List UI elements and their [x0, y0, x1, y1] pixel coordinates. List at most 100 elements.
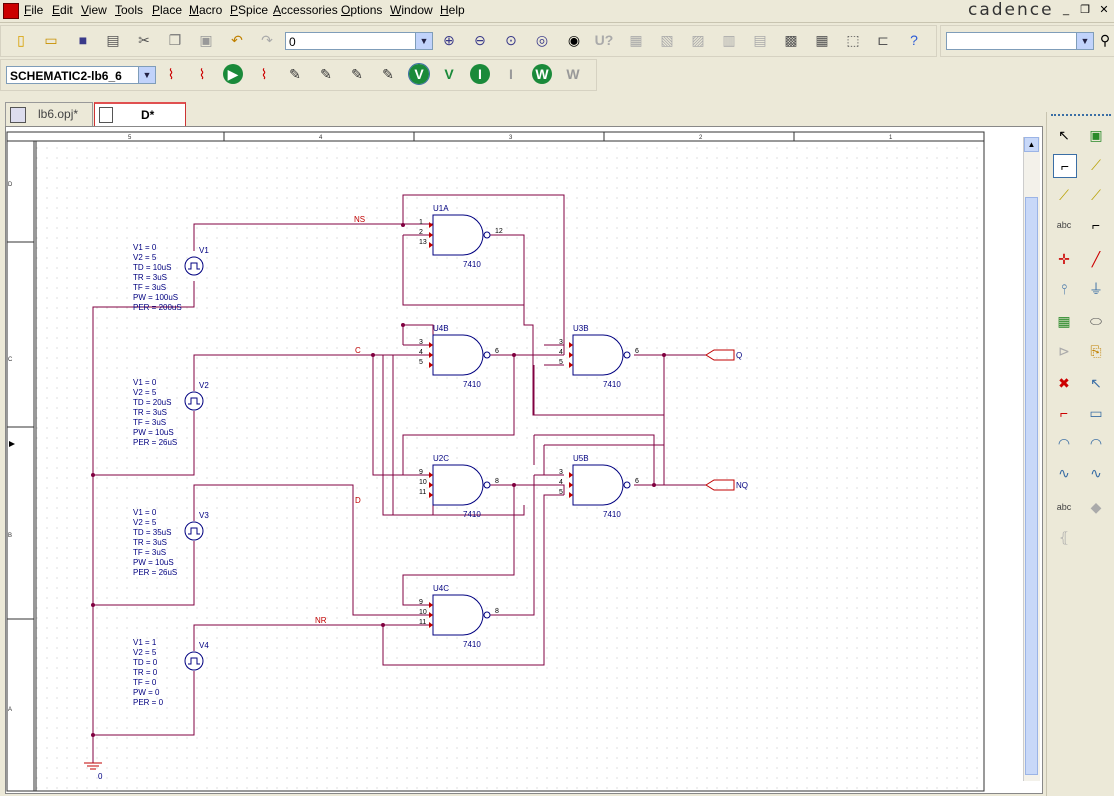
simulation-profile-combo[interactable]: SCHEMATIC2-lb6_6 ▼ [6, 66, 156, 84]
part-combo[interactable]: 0 ▼ [285, 32, 433, 50]
text-icon[interactable]: abc [1056, 502, 1072, 512]
menu-tools[interactable]: Tools [115, 3, 144, 17]
minimize-icon[interactable]: _ [1062, 4, 1070, 16]
wire-icon[interactable]: ⌐ [1053, 154, 1077, 178]
select-icon[interactable]: ↖ [1058, 127, 1070, 143]
menu-help[interactable]: Help [440, 3, 465, 17]
bezier-icon[interactable]: ∿ [1058, 465, 1070, 481]
net-alias-icon[interactable]: ⟋ [1091, 157, 1101, 173]
arc-icon[interactable]: ◠ [1089, 435, 1103, 451]
current-toggle-icon[interactable]: I [509, 66, 513, 82]
bus-corner-icon[interactable]: ⌐ [1091, 217, 1101, 233]
search-combo[interactable]: ▼ [946, 32, 1094, 50]
ellipse-icon[interactable]: ◠ [1057, 435, 1071, 451]
junction-icon[interactable]: ✛ [1058, 251, 1070, 267]
no-connect-icon[interactable]: ╱ [1091, 251, 1101, 267]
tab-project[interactable]: lb6.opj* [5, 102, 93, 126]
bus-entry-icon[interactable]: ⟋ [1091, 187, 1101, 203]
back-annotate-icon[interactable]: ▧ [660, 32, 674, 48]
help-icon[interactable]: ? [910, 32, 918, 48]
netlist-icon[interactable]: ▥ [722, 32, 736, 48]
snap-grid-icon[interactable]: ▦ [815, 32, 829, 48]
annotate-icon[interactable]: ▦ [629, 32, 643, 48]
zoom-in-icon[interactable]: ⊕ [443, 32, 455, 48]
elliptical-arc-icon[interactable]: ∿ [1090, 465, 1102, 481]
cross-ref-icon[interactable]: ▤ [753, 32, 767, 48]
hier-block-icon[interactable]: ▦ [1057, 313, 1071, 329]
binoculars-icon[interactable]: ⚲ [1099, 32, 1111, 48]
menu-window[interactable]: Window [390, 3, 433, 17]
redo-icon[interactable]: ↷ [261, 32, 273, 48]
power-display-icon[interactable]: W [532, 64, 552, 84]
close-icon[interactable]: ✕ [1099, 4, 1109, 16]
pin-array-icon[interactable]: ⦃ [1058, 529, 1070, 545]
place-ground-icon[interactable]: ⏚ [1089, 281, 1103, 297]
undo-icon[interactable]: ↶ [231, 32, 243, 48]
menu-file[interactable]: File [24, 3, 44, 17]
area-select-icon[interactable]: ⬚ [846, 32, 860, 48]
bom-icon[interactable]: ▩ [784, 32, 798, 48]
vertical-scrollbar[interactable]: ▲ [1023, 137, 1040, 781]
current-marker-icon[interactable]: ✎ [351, 66, 363, 82]
edit-profile-icon[interactable]: ⌇ [198, 66, 206, 82]
view-results-icon[interactable]: ⌇ [260, 66, 268, 82]
scroll-thumb[interactable] [1025, 197, 1038, 775]
polyline-icon[interactable]: ⌐ [1059, 405, 1069, 421]
net-alias-abc-icon[interactable]: abc [1056, 220, 1072, 230]
scroll-up-icon[interactable]: ▲ [1024, 137, 1039, 152]
zoom-all-icon[interactable]: ◎ [535, 32, 549, 48]
new-profile-icon[interactable]: ⌇ [167, 66, 175, 82]
line-icon[interactable]: ↖ [1090, 375, 1102, 391]
zoom-out-icon[interactable]: ⊖ [474, 32, 486, 48]
off-page-icon[interactable]: ⎘ [1090, 343, 1102, 359]
rectangle-icon[interactable]: ▭ [1089, 405, 1103, 421]
voltage-toggle-icon[interactable]: V [444, 66, 454, 82]
open-icon[interactable]: ▭ [44, 32, 58, 48]
new-icon[interactable]: ▯ [17, 32, 25, 48]
chevron-down-icon[interactable]: ▼ [138, 67, 155, 83]
app-icon[interactable] [3, 3, 19, 19]
power-icon[interactable]: ⫯ [1060, 281, 1068, 297]
palette-grip[interactable] [1051, 114, 1111, 118]
run-icon[interactable]: ▶ [223, 64, 243, 84]
save-icon[interactable]: ■ [78, 32, 88, 48]
power-marker-icon[interactable]: ✎ [382, 66, 394, 82]
eye-icon[interactable]: ◉ [567, 32, 581, 48]
menu-pspice[interactable]: PSpice [230, 3, 269, 17]
hier-port-icon[interactable]: ⬭ [1090, 313, 1102, 329]
power-toggle-icon[interactable]: W [566, 66, 580, 82]
chevron-down-icon[interactable]: ▼ [415, 33, 432, 49]
ieee-symbol-icon[interactable]: ◆ [1090, 499, 1102, 515]
schematic-canvas[interactable]: 5 4 3 2 1 D C B A [5, 126, 1043, 794]
menu-accessories[interactable]: Accessories [273, 3, 338, 17]
diff-marker-icon[interactable]: ✎ [320, 66, 332, 82]
hier-pin-icon[interactable]: ⊳ [1058, 343, 1070, 359]
paste-icon[interactable]: ▣ [199, 32, 213, 48]
menu-place[interactable]: Place [152, 3, 183, 17]
menu-macro[interactable]: Macro [189, 3, 223, 17]
voltage-display-icon[interactable]: V [408, 63, 430, 85]
menu-edit[interactable]: Edit [52, 3, 73, 17]
place-part-icon[interactable]: ▣ [1089, 127, 1103, 143]
unknown-part-icon[interactable]: U? [594, 32, 614, 48]
restore-icon[interactable]: ❐ [1080, 4, 1090, 16]
chevron-down-icon[interactable]: ▼ [1076, 33, 1093, 49]
menu-view[interactable]: View [81, 3, 107, 17]
tab-schematic[interactable]: D* [94, 102, 186, 126]
hierarchy-icon[interactable]: ⊏ [877, 32, 889, 48]
menu-options[interactable]: Options [341, 3, 383, 17]
bus-icon[interactable]: ⟋ [1059, 187, 1069, 203]
drc-icon[interactable]: ▨ [691, 32, 705, 48]
no-erc-icon[interactable]: ✖ [1058, 375, 1070, 391]
copy-icon[interactable]: ❐ [168, 32, 182, 48]
